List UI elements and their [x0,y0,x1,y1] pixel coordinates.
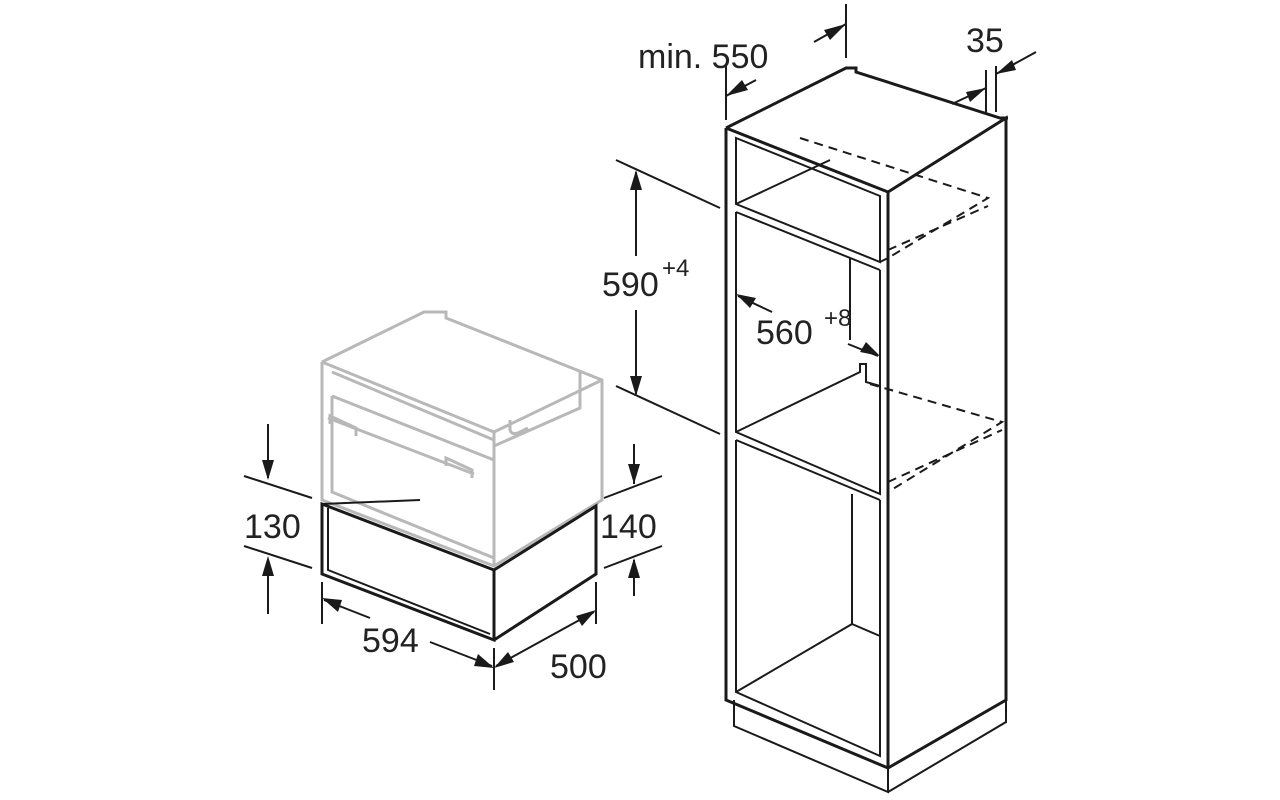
cabinet-front-outline [724,128,889,770]
arrow-head [628,464,640,484]
arrow-head [996,60,1016,74]
niche-floor-front [735,439,881,501]
arrow-head [628,558,640,578]
dim-panel-thickness: 35 [951,22,1037,114]
arrow-head [630,376,642,396]
niche-front [735,212,881,496]
edge-detail [879,257,889,263]
cabinet-plinth-side [887,700,1007,793]
ext-line [243,545,313,569]
lower-compartment-front [735,440,881,758]
oven-front-outline [320,362,496,569]
oven-door [330,396,495,560]
label-drawer-front-height: 130 [244,508,301,546]
oven-door-top [331,394,495,462]
lower-compartment-back [735,494,853,693]
oven-handle-mounts [328,413,474,478]
arrow-head [262,460,274,480]
tall-cabinet [724,66,1008,794]
arrow-head [736,294,756,308]
top-shelf-front [735,211,881,271]
label-niche-height: 590 [602,266,659,304]
top-compartment-hidden-2 [887,205,989,251]
drawer-side [493,503,598,642]
cabinet-right-side [887,115,1008,770]
ext-line [603,475,663,499]
arrow-head [630,170,642,190]
dim-drawer-body-height: 140 [600,444,663,596]
top-compartment-back [735,159,831,205]
arrow-head [262,556,274,576]
ext-line [615,159,721,209]
warming-drawer [320,499,598,643]
top-compartment-hidden [799,137,991,259]
label-panel-thickness: 35 [966,22,1004,60]
oven-body-outline [321,310,604,568]
arrow-head [474,654,494,668]
arrow-head [494,652,514,668]
cabinet-top-front-edge [725,126,889,194]
dim-drawer-front-height: 130 [243,424,313,614]
label-niche-height-tolerance: +4 [662,255,689,282]
ext-line [243,475,313,499]
arrow-head [860,342,880,356]
niche-floor-back [735,363,881,433]
dim-line [495,611,595,667]
cabinet-plinth [733,700,889,794]
label-cabinet-depth: min. 550 [638,38,768,76]
oven-side-panel [492,372,582,449]
label-drawer-depth: 500 [550,648,607,686]
ext-line [603,545,663,569]
arrow-head [966,88,986,102]
label-drawer-body-height: 140 [600,508,657,546]
arrow-head [726,80,748,96]
dim-drawer-width: 594 [321,582,495,690]
dim-niche-height: 590 +4 [602,159,721,435]
ext-line [615,385,721,435]
oven-control-strip [331,370,495,442]
arrow-head [322,598,342,612]
niche-shelf-hidden-2 [887,429,1003,483]
arrow-head [576,610,596,626]
drawer-front-inner [327,508,491,635]
label-niche-width-tolerance: +8 [824,305,851,332]
lower-compartment-floor [851,623,881,637]
oven-appliance [320,310,604,569]
arrow-head [824,24,846,40]
oven-latch [508,420,529,436]
dim-drawer-depth: 500 [494,582,607,686]
oven-top-front [321,360,603,434]
label-drawer-width: 594 [362,622,419,660]
dim-niche-width: 560 +8 [736,294,880,357]
drawer-top-back [321,499,421,505]
label-niche-width: 560 [756,314,813,352]
niche-shelf-hidden [869,383,1005,493]
cabinet-top-back-edge [725,66,1008,130]
dim-cabinet-depth: min. 550 [638,4,847,120]
